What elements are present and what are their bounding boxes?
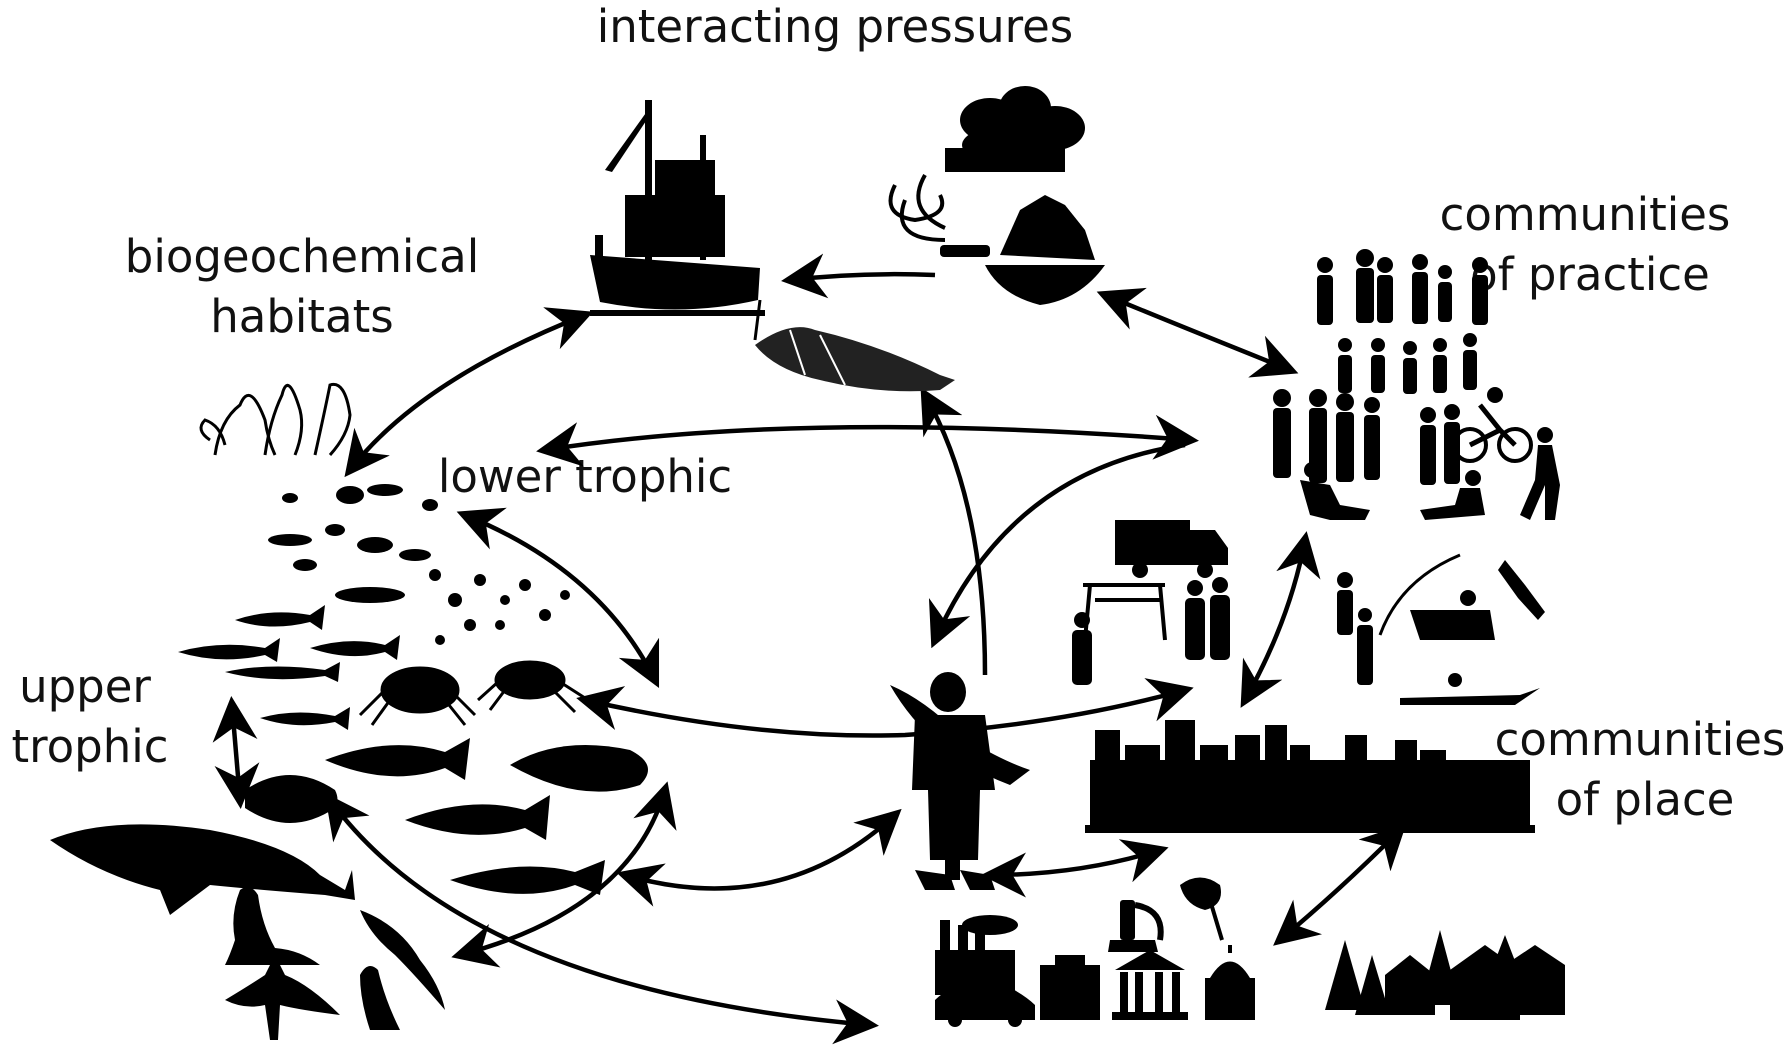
museum-icon bbox=[1112, 950, 1188, 1020]
arrow-lowertrophic-crabs bbox=[456, 507, 660, 689]
storm-cloud-icon bbox=[945, 86, 1085, 172]
fisherman-icon bbox=[890, 672, 1030, 890]
label-trophic: trophic bbox=[11, 720, 168, 773]
delivery-truck-icon bbox=[1115, 520, 1228, 578]
arrow-fisher-institutions bbox=[981, 839, 1169, 898]
seaweed-icon bbox=[199, 382, 352, 457]
crab-icon bbox=[358, 660, 586, 726]
neighborhood-trees-houses-icon bbox=[1325, 930, 1565, 1020]
factory-icon bbox=[935, 915, 1018, 995]
zooplankton-cluster-icon bbox=[268, 484, 570, 645]
label-upper: upper bbox=[19, 660, 151, 713]
forage-fish-icon bbox=[178, 605, 400, 730]
fishing-boat-icon bbox=[590, 100, 765, 316]
arrow-crabs-fisher-place bbox=[576, 678, 1194, 738]
whale-icon bbox=[50, 824, 355, 915]
microscope-icon bbox=[1108, 900, 1164, 952]
arrow-climate-practice bbox=[1096, 287, 1299, 378]
car-icon bbox=[935, 985, 1035, 1027]
domed-building-icon bbox=[1205, 945, 1255, 1020]
seabird-icons bbox=[225, 910, 445, 1040]
hospital-icon bbox=[1040, 955, 1100, 1020]
wind-swirls-icon bbox=[888, 174, 946, 242]
label-communities-place: communities bbox=[1495, 713, 1786, 766]
paint-palette-icon bbox=[1180, 877, 1224, 941]
label-lower-trophic: lower trophic bbox=[438, 450, 732, 503]
arrow-fisher-to-net bbox=[920, 387, 988, 676]
arrow-flounder-institutions bbox=[324, 792, 879, 1045]
arrow-upper-trophic-vertical bbox=[212, 696, 260, 809]
label-of-place: of place bbox=[1556, 773, 1735, 826]
arrow-boat-habitats bbox=[344, 307, 594, 478]
arrow-fish-fisher bbox=[616, 808, 902, 907]
arrow-place-neighborhood bbox=[1273, 823, 1407, 946]
trawl-net-icon bbox=[753, 299, 955, 392]
iceberg-icon bbox=[940, 195, 1105, 305]
communities-of-practice-people-icon bbox=[1273, 249, 1560, 520]
arrow-practice-place bbox=[1240, 531, 1321, 708]
label-habitats: habitats bbox=[210, 290, 393, 343]
fishing-community-people-icon bbox=[1072, 577, 1230, 685]
city-skyline-icon bbox=[1085, 720, 1535, 833]
recreation-activities-icon bbox=[1337, 553, 1545, 705]
label-biogeochemical: biogeochemical bbox=[125, 230, 480, 283]
label-of-practice: of practice bbox=[1470, 248, 1710, 301]
label-communities-practice: communities bbox=[1440, 188, 1731, 241]
flounder-icon bbox=[245, 775, 338, 823]
arrow-lowertrophic-practice bbox=[536, 414, 1199, 467]
arrow-practice-to-fisher bbox=[928, 442, 1186, 649]
arrow-climate-to-boat bbox=[781, 253, 936, 299]
connection-arrows bbox=[212, 253, 1407, 1045]
groundfish-icon bbox=[325, 738, 648, 895]
fish-drying-rack-icon bbox=[1083, 583, 1167, 641]
sea-lion-icon bbox=[225, 886, 320, 965]
label-interacting-pressures: interacting pressures bbox=[597, 0, 1074, 53]
